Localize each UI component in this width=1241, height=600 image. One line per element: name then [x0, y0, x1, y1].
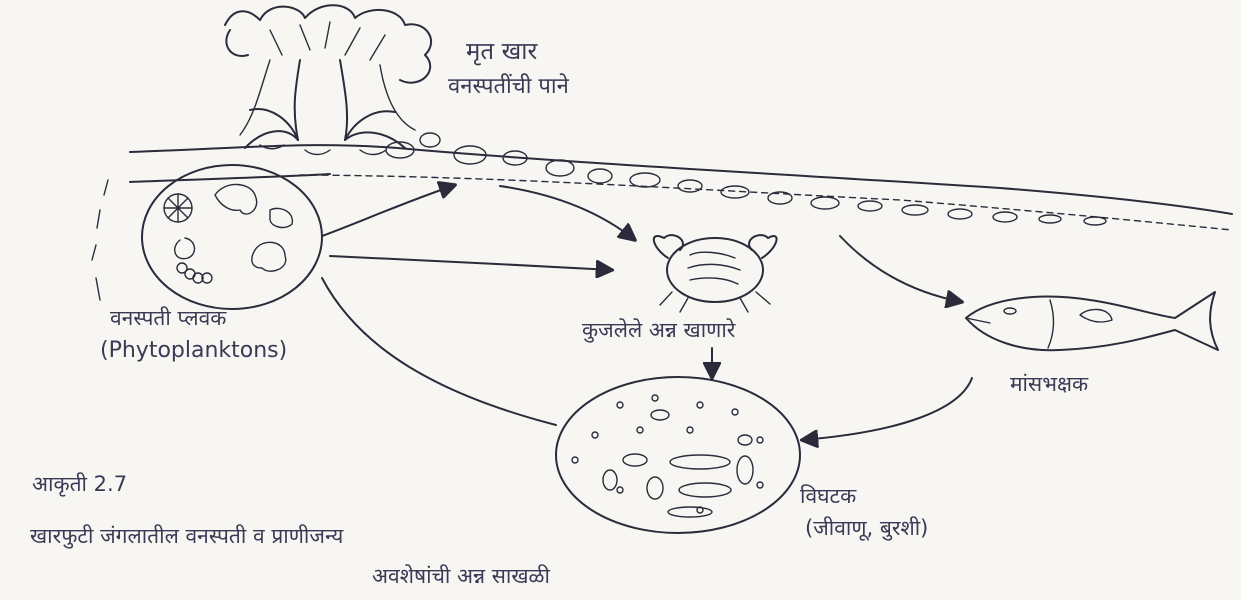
dead-mangrove-leaves-label: वनस्पतींची पाने [448, 74, 569, 99]
dead-mangrove-label: मृत खार [466, 38, 537, 66]
crab-detritivore-drawing [654, 235, 777, 312]
detritivores-label: कुजलेले अन्न खाणारे [582, 318, 735, 342]
decomposer-circle [556, 377, 800, 533]
figure-number: आकृती 2.7 [32, 472, 127, 496]
phytoplankton-label: वनस्पती प्लवक [110, 306, 226, 330]
fish-carnivore-drawing [966, 292, 1218, 350]
mangrove-tree-drawing [225, 5, 431, 154]
phytoplankton-english-label: (Phytoplanktons) [100, 338, 287, 363]
decomposers-examples-label: (जीवाणू, बुरशी) [805, 516, 928, 540]
caption-line-2: अवशेषांची अन्न साखळी [372, 564, 550, 588]
decomposers-label: विघटक [800, 484, 856, 508]
phytoplankton-circle [142, 165, 322, 309]
caption-line-1: खारफुटी जंगलातील वनस्पती व प्राणीजन्य [30, 524, 343, 548]
food-chain-arrows [322, 185, 972, 440]
carnivores-label: मांसभक्षक [1010, 372, 1088, 396]
mud-shore-band [92, 133, 1232, 300]
